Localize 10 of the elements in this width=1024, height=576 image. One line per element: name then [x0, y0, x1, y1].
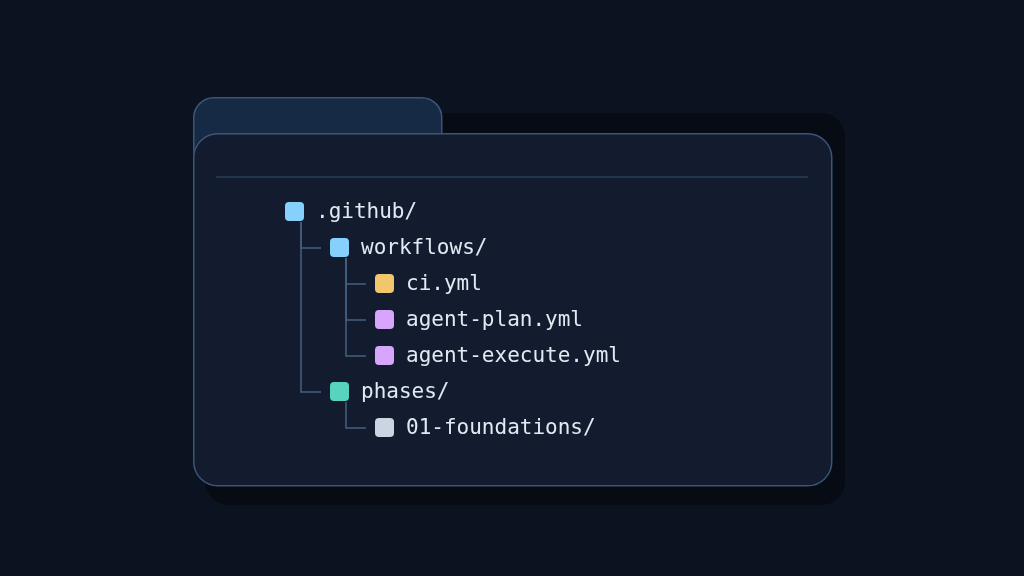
- tree-connector: [345, 257, 367, 357]
- tree-connector: [345, 401, 367, 429]
- tree-item-label: agent-plan.yml: [406, 308, 583, 330]
- tree-connector: [300, 221, 322, 393]
- tree-item-label: phases/: [361, 380, 450, 402]
- tree-item-label: 01-foundations/: [406, 416, 596, 438]
- tree-item-label: workflows/: [361, 236, 488, 258]
- tree-item-label: ci.yml: [406, 272, 482, 294]
- tree-item-label: agent-execute.yml: [406, 344, 621, 366]
- tree-item-label: .github/: [316, 200, 418, 222]
